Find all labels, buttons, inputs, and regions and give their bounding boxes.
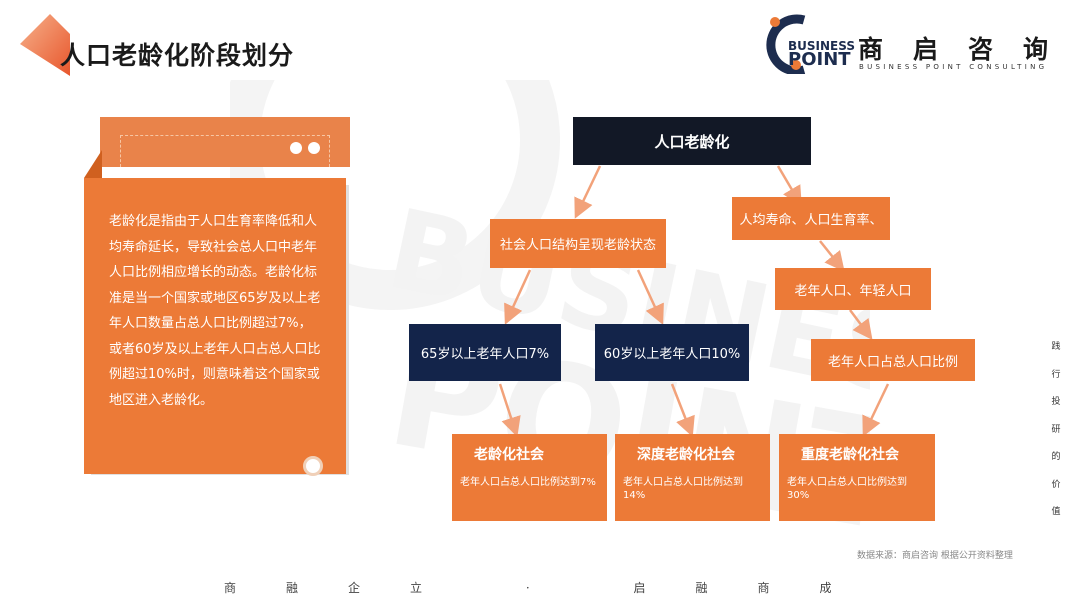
logo-name-en: BUSINESS POINT CONSULTING (859, 63, 1048, 71)
logo-name-cn: 商启咨询 (858, 35, 1079, 64)
criterion-60: 60岁以上老年人口10% (595, 324, 749, 381)
card-fold (84, 150, 102, 178)
arrow (776, 165, 802, 207)
result-desc: 老年人口占总人口比例达到14% (623, 477, 743, 501)
description-card (84, 178, 346, 474)
result-title: 深度老龄化社会 (637, 447, 735, 463)
arrow (849, 309, 873, 340)
card-back-panel (100, 117, 350, 167)
result-deep-aging-society: 深度老龄化社会 老年人口占总人口比例达到14% (615, 434, 770, 521)
logo-word-business: BUSINESS (788, 39, 855, 53)
card-dot (308, 142, 320, 154)
page-title: 人口老龄化阶段划分 (60, 41, 295, 70)
ratio-node: 老年人口占总人口比例 (811, 339, 975, 381)
population-node: 老年人口、年轻人口 (775, 268, 931, 310)
title-corner-shape (20, 14, 70, 76)
arrow (670, 383, 695, 437)
root-node: 人口老龄化 (573, 117, 811, 165)
card-ring-icon (303, 456, 323, 476)
result-aging-society: 老龄化社会 老年人口占总人口比例达到7% (452, 434, 607, 521)
branch-factors: 人均寿命、人口生育率、 (732, 197, 890, 240)
arrow (862, 383, 890, 437)
result-desc: 老年人口占总人口比例达到30% (787, 477, 907, 501)
criterion-65: 65岁以上老年人口7% (409, 324, 561, 381)
result-severe-aging-society: 重度老龄化社会 老年人口占总人口比例达到30% (779, 434, 935, 521)
result-desc: 老年人口占总人口比例达到7% (460, 477, 596, 488)
logo-mark-icon (766, 14, 806, 74)
footer-slogan: 商融企立 · 启融商成 (224, 581, 882, 595)
arrow (636, 269, 664, 325)
arrow (819, 240, 845, 272)
arrow (498, 383, 521, 438)
description-text: 老龄化是指由于人口生育率降低和人均寿命延长，导致社会总人口中老年人口比例相应增长… (109, 214, 321, 408)
card-dot (290, 142, 302, 154)
result-title: 重度老龄化社会 (801, 447, 899, 463)
arrow (574, 165, 602, 219)
logo-word-point: POINT (788, 49, 851, 70)
vertical-slogan: 践行投研的价值 (1051, 342, 1061, 517)
result-title: 老龄化社会 (474, 447, 544, 463)
branch-structure: 社会人口结构呈现老龄状态 (490, 219, 666, 268)
data-source: 数据来源：商启咨询 根据公开资料整理 (857, 551, 1013, 561)
company-logo: BUSINESS POINT 商启咨询 BUSINESS POINT CONSU… (762, 12, 1062, 74)
arrow (504, 269, 532, 325)
